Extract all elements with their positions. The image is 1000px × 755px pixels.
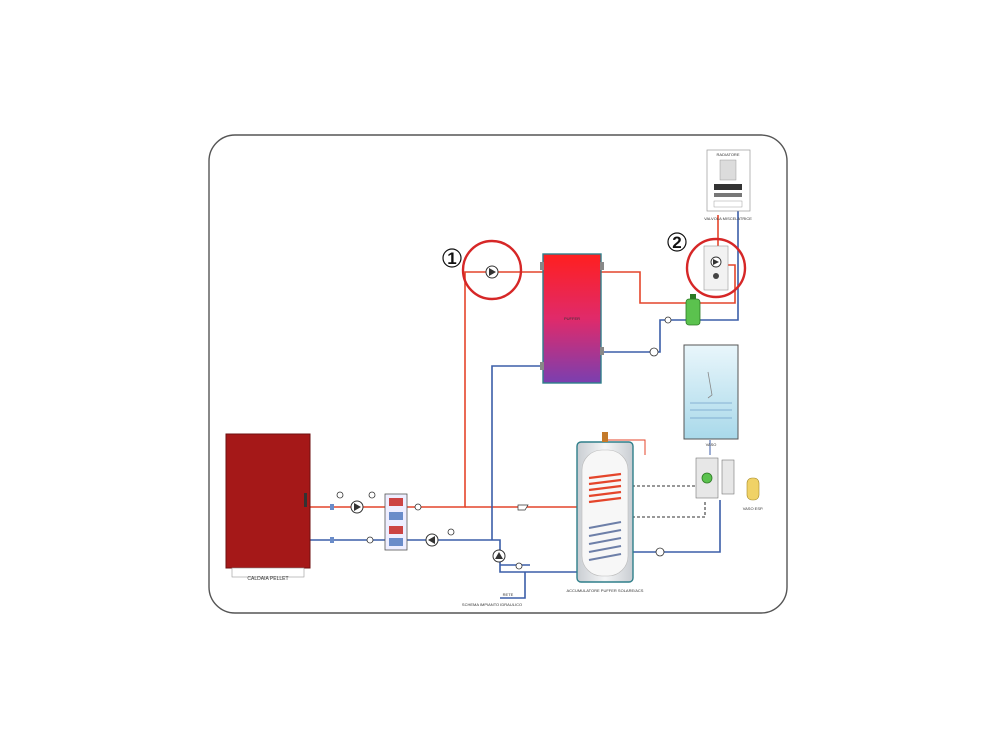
water-feed-label: RETE (503, 592, 514, 597)
valve-icon (366, 536, 374, 544)
gauge-icon (368, 491, 376, 499)
solar-tank: ACCUMULATORE PUFFER SOLARE/ACS (567, 432, 644, 593)
cold-pipe-buffer (491, 365, 545, 540)
flow-meter-icon (517, 504, 529, 511)
svg-text:VASO ESP.: VASO ESP. (743, 506, 764, 511)
valve-icon (655, 547, 665, 557)
radiator: RADIATORE VALVOLA MISCELATRICE (704, 149, 752, 221)
cold-pipe-buffer-return (600, 319, 688, 353)
boiler: CALDAIA PELLET (225, 433, 311, 582)
cold-pipe-feed (500, 572, 526, 599)
callout-2-ring (685, 237, 747, 299)
hydraulic-separator (685, 294, 701, 326)
solar-station: VASO ESP. (695, 457, 764, 511)
valve-icon (649, 347, 659, 357)
side-tank-label: VASO (706, 442, 717, 447)
gauge-icon (447, 528, 455, 536)
gauge-icon (515, 562, 523, 570)
heat-exchanger (384, 493, 408, 551)
callout-1: 1 (442, 239, 523, 301)
callout-2-number: 2 (672, 233, 681, 252)
buffer-tank-body (542, 253, 602, 384)
boiler-manifold (330, 491, 455, 551)
cold-pipe-module2 (700, 210, 739, 321)
buffer-label: PUFFER (564, 316, 580, 321)
callout-1-number: 1 (447, 249, 456, 268)
valve-icon (713, 273, 719, 279)
expansion-vessel (746, 477, 760, 501)
gauge-icon (336, 491, 344, 499)
solar-tank-label: ACCUMULATORE PUFFER SOLARE/ACS (567, 588, 644, 593)
boiler-label: CALDAIA PELLET (247, 576, 288, 582)
hot-coil (588, 472, 622, 504)
buffer-tank: PUFFER (540, 253, 604, 384)
zone-valve-label: VALVOLA MISCELATRICE (704, 216, 752, 221)
valve-icon (664, 316, 672, 324)
boiler-handle (304, 493, 307, 507)
bottom-note: SCHEMA IMPIANTO IDRAULICO (462, 602, 522, 607)
callout-2-badge (667, 232, 687, 252)
callout-1-badge (442, 248, 462, 268)
radiator-label: RADIATORE (717, 152, 740, 157)
valve-icon (414, 503, 422, 511)
side-tank: VASO (683, 344, 739, 447)
boiler-base (231, 567, 305, 578)
callout-1-ring (461, 239, 523, 301)
callout-2: 2 (667, 232, 747, 299)
link-top-tank (604, 439, 646, 455)
side-tank-body (683, 344, 739, 440)
cold-coil (588, 521, 622, 561)
boiler-body (225, 433, 311, 569)
diagram-frame (208, 134, 788, 614)
dashed-link-2 (632, 500, 706, 518)
pump-icon (701, 472, 713, 484)
mixing-module (703, 245, 729, 291)
hot-pipe-buffer-out (600, 271, 688, 304)
